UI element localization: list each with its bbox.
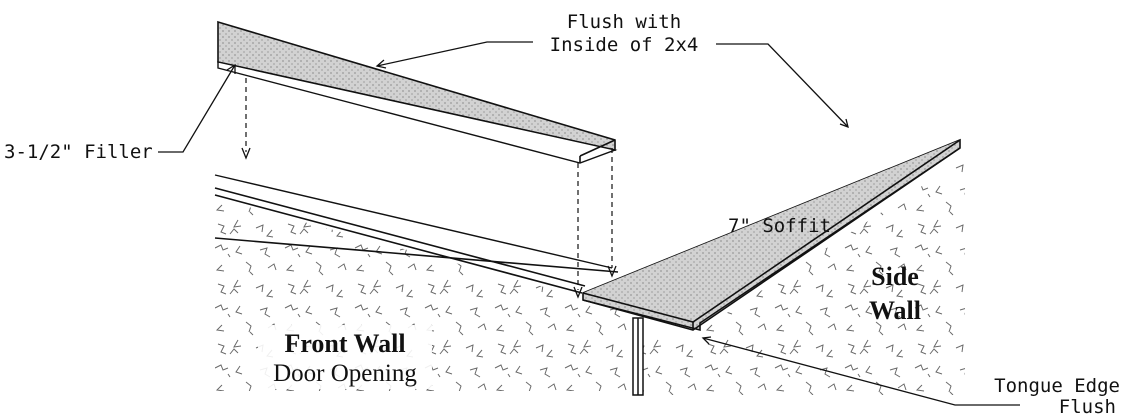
filler-board (217, 20, 618, 164)
flush-with-line1: Flush with (567, 11, 681, 33)
soffit-board (582, 138, 961, 332)
wall-top-edge (214, 174, 613, 269)
guide-arrowheads (241, 147, 617, 299)
door-opening-text: Door Opening (273, 360, 417, 387)
leader-lines (158, 41, 1020, 406)
dashed-guides (245, 78, 613, 290)
tongue-edge-line2: Flush (1059, 396, 1116, 418)
label-soffit: 7" Soffit (728, 215, 831, 237)
tongue-edge-line1: Tongue Edge (994, 375, 1120, 397)
flush-with-line2: Inside of 2x4 (550, 34, 699, 56)
label-filler: 3-1/2" Filler (4, 141, 153, 163)
front-wall-top-plate (214, 187, 619, 294)
label-tongue-edge: Tongue Edge Flush (994, 375, 1120, 418)
front-wall-title: Front Wall (284, 329, 405, 358)
label-flush-with: Flush with Inside of 2x4 (550, 11, 699, 56)
side-wall-line1: Side (871, 262, 919, 291)
label-front-wall: Front Wall Door Opening (258, 325, 432, 389)
door-jamb (632, 317, 644, 396)
label-side-wall: Side Wall (869, 262, 921, 325)
side-wall-line2: Wall (869, 296, 921, 325)
side-wall-face (642, 158, 965, 395)
